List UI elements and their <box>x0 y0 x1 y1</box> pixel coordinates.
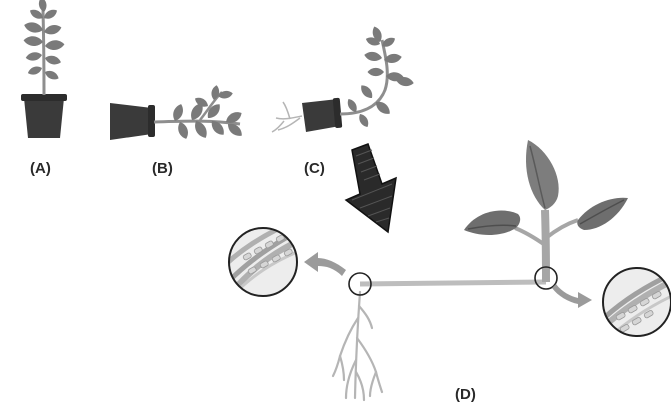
shoot-branch-left <box>514 226 547 247</box>
diagram-horizontal-stem <box>228 140 671 402</box>
focus-circle-left <box>348 272 372 296</box>
stem-upright <box>41 9 46 96</box>
magnifier-left <box>228 227 298 297</box>
leaf-left <box>464 210 521 235</box>
panel-label-d: (D) <box>455 386 476 403</box>
foliage-sideways <box>170 84 245 141</box>
root-system <box>331 290 384 402</box>
stem-curving <box>339 39 389 116</box>
magnifier-right <box>602 267 671 337</box>
flow-arrow-icon <box>304 252 346 276</box>
panel-label-b: (B) <box>152 160 173 177</box>
plant-upright <box>21 0 67 138</box>
flow-arrow-icon-right <box>552 284 592 308</box>
panel-label-a: (A) <box>30 160 51 177</box>
pot-rim-sideways <box>148 105 155 137</box>
pointer-arrow-icon <box>344 143 397 234</box>
horizontal-stem <box>359 279 547 287</box>
roots-small <box>271 101 303 133</box>
pot-rim-tilted <box>332 97 343 129</box>
panel-label-c: (C) <box>304 160 325 177</box>
upright-shoot <box>541 209 550 283</box>
pot-tilted <box>302 99 340 132</box>
stem-sideways <box>153 119 241 126</box>
leaf-top <box>525 140 559 210</box>
leaf-right <box>577 197 628 230</box>
plant-gravitropism <box>271 25 415 133</box>
shoot-branch-right <box>544 218 579 240</box>
pot-rim-upright <box>21 94 67 101</box>
pot-sideways <box>110 103 152 140</box>
focus-circle-right <box>534 266 558 290</box>
plant-sideways <box>110 84 245 141</box>
pot-upright <box>24 98 64 138</box>
